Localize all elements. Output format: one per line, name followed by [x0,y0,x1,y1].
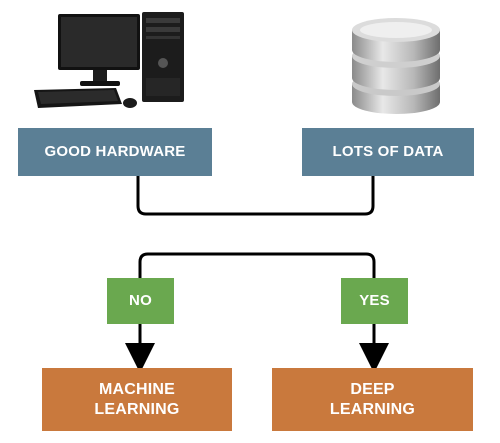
merge-connector [136,175,375,216]
lots-of-data-box: LOTS OF DATA [302,128,474,176]
machine-learning-box: MACHINE LEARNING [42,368,232,431]
split-connector [138,252,376,286]
yes-box: YES [341,278,408,324]
no-box: NO [107,278,174,324]
desktop-computer-icon [34,12,184,108]
good-hardware-box: GOOD HARDWARE [18,128,212,176]
deep-learning-box: DEEP LEARNING [272,368,473,431]
database-icon [352,18,440,114]
